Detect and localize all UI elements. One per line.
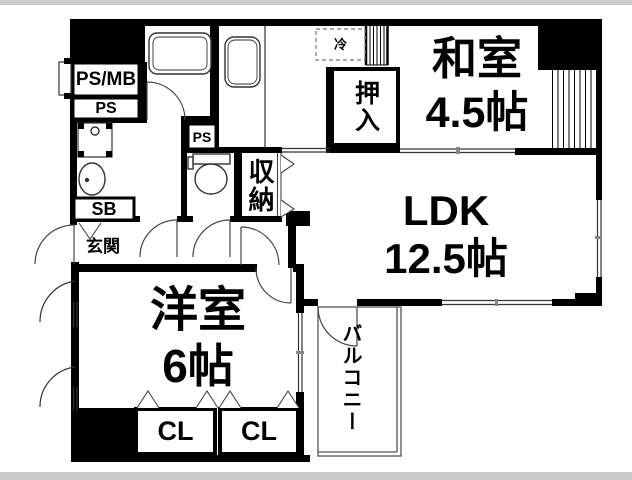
ps-small-box — [186, 122, 218, 151]
label-oshiire: 押入 — [351, 80, 380, 134]
ldk-east-window — [595, 200, 602, 277]
washitsu-sliding-door — [400, 147, 515, 154]
label-sb: SB — [91, 199, 117, 219]
page-edge-top — [0, 0, 632, 5]
sb-box — [72, 196, 136, 222]
page-edge-bottom — [0, 472, 632, 480]
entrance-door — [34, 224, 75, 265]
hatch-washitsu-east — [552, 70, 597, 148]
closet-boxes — [71, 61, 400, 456]
label-cl-right: CL — [241, 416, 277, 446]
bathroom-door — [146, 81, 186, 121]
fixtures — [77, 32, 261, 196]
kitchen-sink-icon — [224, 36, 261, 88]
oshiire-box — [330, 67, 400, 147]
label-youshitsu-size: 6帖 — [162, 340, 234, 392]
label-washitsu-size: 4.5帖 — [425, 88, 529, 137]
balcony-door — [317, 306, 358, 347]
west-room-left-windows — [39, 280, 78, 411]
label-balcony: バルコニー — [339, 323, 361, 433]
west-room-door — [255, 267, 292, 304]
cl-right-box — [218, 407, 300, 456]
refrigerator-space-box — [315, 28, 366, 61]
west-room-east-window — [296, 313, 304, 392]
washing-machine-icon — [77, 122, 113, 158]
meter-box-door — [58, 58, 72, 99]
washbasin-icon — [78, 162, 106, 196]
label-genkan: 玄関 — [86, 236, 120, 256]
label-ldk-size: 12.5帖 — [384, 235, 508, 282]
ps-mb-box — [71, 61, 141, 98]
label-cl-left: CL — [157, 416, 194, 446]
label-ldk-name: LDK — [402, 187, 490, 234]
label-ps-upper: PS — [95, 99, 117, 117]
toilet-icon — [187, 153, 231, 195]
label-ps-mb: PS/MB — [75, 69, 137, 90]
label-shunou: 収納 — [245, 158, 275, 214]
doors — [34, 81, 358, 347]
label-youshitsu-name: 洋室 — [149, 284, 246, 337]
washroom-door — [139, 219, 178, 258]
ldk-south-window — [442, 299, 552, 306]
cl-left-box — [134, 407, 217, 456]
hatch-above-oshiire — [364, 26, 389, 66]
balcony-outline — [317, 306, 402, 457]
label-washitsu-name: 和室 — [431, 32, 522, 84]
ps-upper-box — [71, 96, 141, 121]
label-refrigerator: 冷 — [333, 37, 347, 52]
bifold-marks — [78, 153, 300, 409]
bathtub-icon — [148, 32, 212, 75]
ldk-door — [240, 226, 280, 266]
thin-lines — [39, 26, 602, 411]
label-ps-small: PS — [192, 128, 212, 145]
toilet-door — [192, 219, 231, 258]
